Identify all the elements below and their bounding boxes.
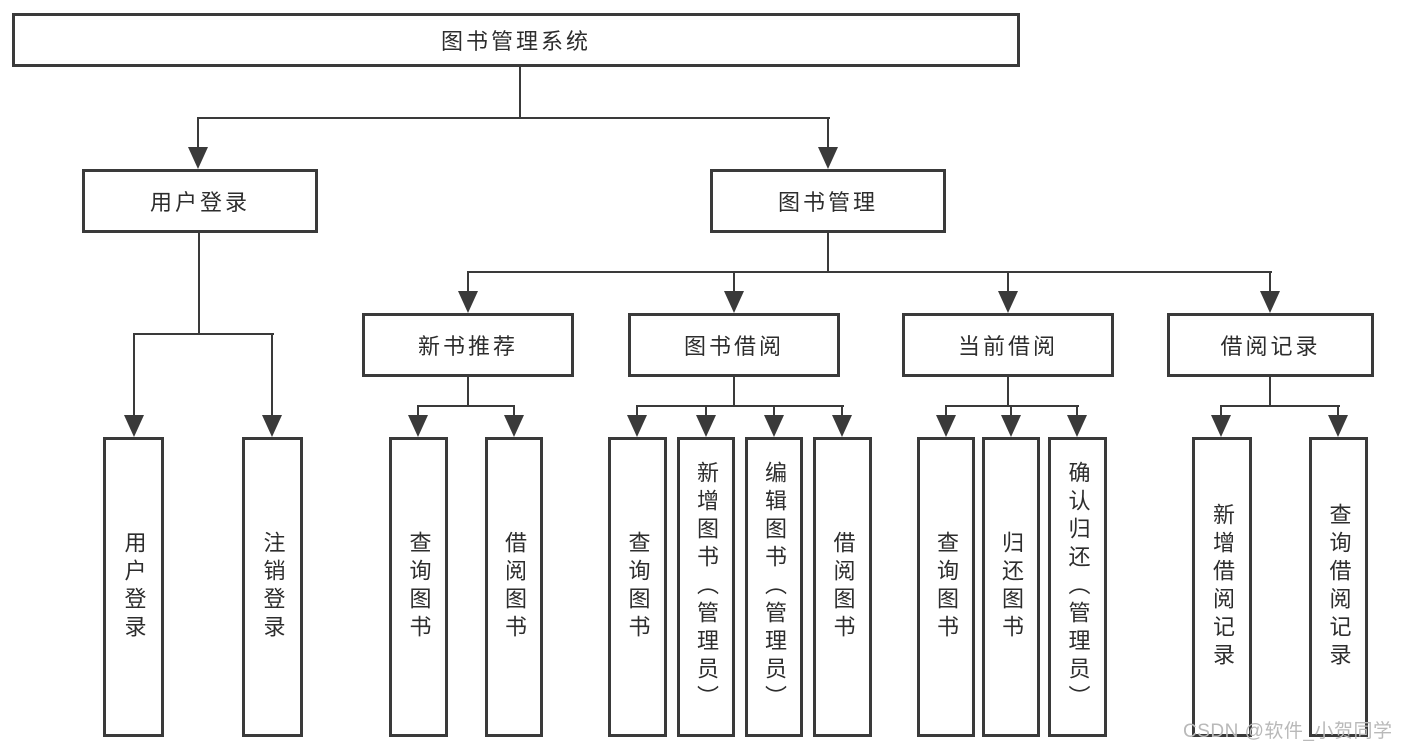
leaf-borrow-book-1-label: 借阅图书 xyxy=(502,531,527,643)
arrowhead-icon xyxy=(724,291,744,313)
arrowhead-icon xyxy=(188,147,208,169)
arrowhead-icon xyxy=(696,415,716,437)
connector-line xyxy=(705,405,707,419)
leaf-borrow-book-1: 借阅图书 xyxy=(485,437,543,737)
connector-line xyxy=(1337,405,1339,419)
connector-line xyxy=(197,117,830,119)
connector-line xyxy=(198,231,200,335)
connector-line xyxy=(1010,405,1012,419)
connector-line xyxy=(1269,375,1271,407)
leaf-query-book-3-label: 查询图书 xyxy=(934,531,959,643)
connector-line xyxy=(945,405,1079,407)
connector-line xyxy=(1076,405,1078,419)
connector-line xyxy=(133,333,135,419)
node-root: 图书管理系统 xyxy=(12,13,1020,67)
leaf-confirm-return-admin-label: 确认归还（管理员） xyxy=(1065,461,1091,713)
arrowhead-icon xyxy=(998,291,1018,313)
connector-line xyxy=(945,405,947,419)
connector-line xyxy=(467,375,469,407)
arrowhead-icon xyxy=(1001,415,1021,437)
connector-line xyxy=(1220,405,1222,419)
node-book-borrow-label: 图书借阅 xyxy=(683,334,784,359)
leaf-query-book-3: 查询图书 xyxy=(917,437,975,737)
node-borrow-records-label: 借阅记录 xyxy=(1220,334,1321,359)
connector-line xyxy=(513,405,515,419)
leaf-query-book-2: 查询图书 xyxy=(608,437,667,737)
connector-line xyxy=(1007,375,1009,407)
node-user-login-label: 用户登录 xyxy=(149,190,250,215)
leaf-query-book-2-label: 查询图书 xyxy=(625,531,651,643)
arrowhead-icon xyxy=(1211,415,1231,437)
arrowhead-icon xyxy=(818,147,838,169)
arrowhead-icon xyxy=(627,415,647,437)
leaf-return-book: 归还图书 xyxy=(982,437,1040,737)
node-user-login: 用户登录 xyxy=(82,169,318,233)
leaf-edit-book-admin-label: 编辑图书（管理员） xyxy=(762,461,787,713)
leaf-add-borrow-record: 新增借阅记录 xyxy=(1192,437,1252,737)
watermark-text: CSDN @软件_小贺同学 xyxy=(1183,721,1393,742)
arrowhead-icon xyxy=(1260,291,1280,313)
arrowhead-icon xyxy=(1328,415,1348,437)
node-book-management: 图书管理 xyxy=(710,169,946,233)
arrowhead-icon xyxy=(832,415,852,437)
leaf-query-borrow-record-label: 查询借阅记录 xyxy=(1326,503,1352,671)
arrowhead-icon xyxy=(936,415,956,437)
node-book-borrow: 图书借阅 xyxy=(628,313,840,377)
leaf-user-login: 用户登录 xyxy=(103,437,164,737)
connector-line xyxy=(519,65,521,119)
node-root-label: 图书管理系统 xyxy=(440,29,591,54)
connector-line xyxy=(467,271,469,295)
connector-line xyxy=(773,405,775,419)
connector-line xyxy=(271,333,273,419)
arrowhead-icon xyxy=(124,415,144,437)
leaf-logout-label: 注销登录 xyxy=(260,531,286,643)
connector-line xyxy=(197,117,199,151)
arrowhead-icon xyxy=(408,415,428,437)
connector-line xyxy=(827,117,829,151)
connector-line xyxy=(636,405,638,419)
leaf-query-book-1: 查询图书 xyxy=(389,437,448,737)
leaf-query-borrow-record: 查询借阅记录 xyxy=(1309,437,1368,737)
connector-line xyxy=(417,405,419,419)
node-current-borrow-label: 当前借阅 xyxy=(957,334,1058,359)
connector-line xyxy=(467,271,1272,273)
leaf-return-book-label: 归还图书 xyxy=(999,531,1024,643)
leaf-borrow-book-2-label: 借阅图书 xyxy=(830,531,856,643)
connector-line xyxy=(417,405,515,407)
arrowhead-icon xyxy=(458,291,478,313)
connector-line xyxy=(733,375,735,407)
node-new-book-recommend: 新书推荐 xyxy=(362,313,574,377)
arrowhead-icon xyxy=(764,415,784,437)
leaf-query-book-1-label: 查询图书 xyxy=(406,531,432,643)
node-borrow-records: 借阅记录 xyxy=(1167,313,1374,377)
leaf-add-book-admin-label: 新增图书（管理员） xyxy=(694,461,719,713)
connector-line xyxy=(133,333,274,335)
arrowhead-icon xyxy=(262,415,282,437)
node-current-borrow: 当前借阅 xyxy=(902,313,1114,377)
leaf-add-borrow-record-label: 新增借阅记录 xyxy=(1210,503,1235,671)
connector-line xyxy=(1269,271,1271,295)
connector-line xyxy=(1007,271,1009,295)
connector-line xyxy=(636,405,844,407)
connector-line xyxy=(841,405,843,419)
arrowhead-icon xyxy=(504,415,524,437)
leaf-borrow-book-2: 借阅图书 xyxy=(813,437,872,737)
leaf-edit-book-admin: 编辑图书（管理员） xyxy=(745,437,803,737)
arrowhead-icon xyxy=(1067,415,1087,437)
connector-line xyxy=(827,231,829,273)
leaf-add-book-admin: 新增图书（管理员） xyxy=(677,437,735,737)
leaf-user-login-label: 用户登录 xyxy=(121,531,147,643)
leaf-logout: 注销登录 xyxy=(242,437,303,737)
connector-line xyxy=(733,271,735,295)
leaf-confirm-return-admin: 确认归还（管理员） xyxy=(1048,437,1107,737)
connector-line xyxy=(1220,405,1340,407)
node-book-management-label: 图书管理 xyxy=(777,190,878,215)
node-new-book-recommend-label: 新书推荐 xyxy=(417,334,518,359)
